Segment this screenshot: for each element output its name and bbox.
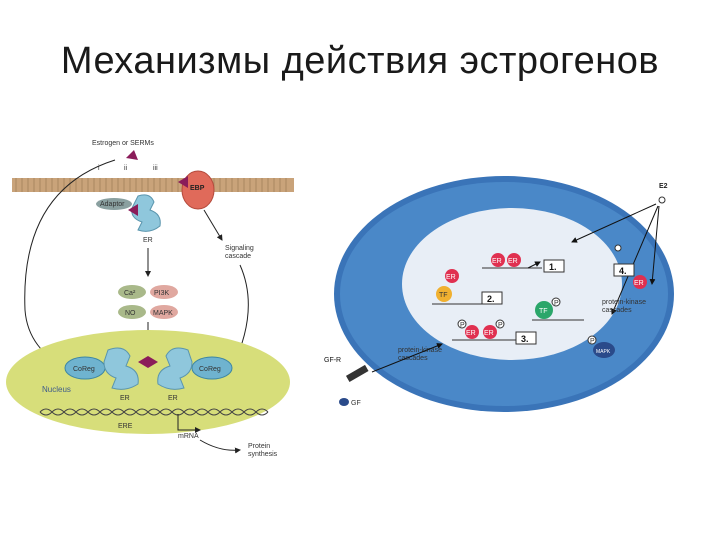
arrow-gfr — [371, 343, 443, 373]
arrow-1 — [527, 261, 541, 269]
nucleus-right — [402, 208, 622, 360]
arrow-e2-3 — [649, 205, 660, 285]
no-node — [118, 305, 146, 319]
er-b-label: ER — [508, 258, 518, 265]
er-membrane-label: ER — [143, 237, 153, 244]
gf-ligand — [339, 398, 349, 406]
tf-b-label: TF — [539, 308, 548, 315]
p1 — [457, 319, 467, 329]
er-d-label: ER — [484, 330, 494, 337]
ligand-triangle — [126, 150, 138, 160]
p-mapk — [587, 335, 597, 345]
p-tf — [551, 297, 561, 307]
arrow-to-protein — [199, 439, 241, 454]
step3-label: 3. — [521, 334, 529, 344]
step1-label: 1. — [549, 262, 557, 272]
p-tf-label: P — [554, 300, 559, 307]
arrow-e2-1 — [571, 203, 657, 243]
pathway-i-label: i — [98, 165, 100, 172]
er-d — [483, 325, 497, 339]
er-dimer-left — [103, 347, 139, 390]
gf-receptor — [345, 364, 369, 382]
er-a-label: ER — [492, 258, 502, 265]
estrogen-mechanism-diagram-right: E2 ER ER 1. ER TF 2. TF P P ER ER P 3. 4… — [322, 164, 676, 416]
pi3k-node — [150, 285, 178, 299]
step2-box — [481, 291, 503, 305]
tf-a-label: TF — [439, 292, 448, 299]
nuclear-ligand-right — [148, 356, 158, 368]
arrow-ebp-to-cascade — [203, 209, 223, 241]
coreg-right-label: CoReg — [199, 366, 221, 373]
estrogen-label: Estrogen or SERMs — [92, 140, 154, 147]
er-left-label: ER — [120, 395, 130, 402]
er-c — [465, 325, 479, 339]
mrna-label: mRNA — [178, 433, 199, 440]
step4-box — [613, 263, 635, 277]
ere-label: ERE — [118, 423, 133, 430]
step4-label: 4. — [619, 266, 627, 276]
step3-box — [515, 331, 537, 345]
er-a — [491, 253, 505, 267]
slide-title: Механизмы действия эстрогенов — [60, 40, 660, 82]
arrow-e2-2 — [611, 205, 659, 315]
ca-node — [118, 285, 146, 299]
er-membrane-ligand — [128, 204, 138, 216]
er-dimer-right — [157, 347, 193, 390]
mapk-label: MAPK — [153, 310, 173, 317]
er-b — [507, 253, 521, 267]
ca-label: Ca² — [124, 290, 136, 297]
tf-b — [535, 301, 553, 319]
dna-strand — [39, 408, 269, 416]
mapk-right-label: MAPK — [596, 349, 611, 355]
er-membrane-receptor — [131, 194, 161, 232]
p1-label: P — [460, 322, 465, 329]
dna-strand-2 — [39, 408, 269, 416]
gf-label: GF — [351, 400, 361, 407]
nucleus-label: Nucleus — [42, 385, 71, 394]
er-membrane-right-label: ER — [634, 280, 644, 287]
step1-box — [543, 259, 565, 273]
coreg-left-label: CoReg — [73, 366, 95, 373]
adaptor-protein — [96, 198, 132, 210]
ebp-protein — [181, 170, 215, 210]
tf-a — [436, 286, 452, 302]
p-mapk-label: P — [590, 338, 595, 345]
step2-label: 2. — [487, 294, 495, 304]
er-ligand-bound-label: ER — [446, 274, 456, 281]
pathway-ii-label: ii — [124, 165, 128, 172]
arrow-transcription — [177, 414, 201, 433]
mapk-right — [593, 342, 615, 358]
adaptor-label: Adaptor — [100, 201, 125, 208]
pi3k-label: PI3K — [154, 290, 170, 297]
no-label: NO — [125, 310, 136, 317]
free-ligand — [614, 244, 622, 252]
nuclear-ligand-left — [138, 356, 148, 368]
mapk-node — [150, 305, 178, 319]
p2-label: P — [498, 322, 503, 329]
er-membrane-right — [633, 275, 647, 289]
er-ligand-bound — [445, 269, 459, 283]
er-c-label: ER — [466, 330, 476, 337]
p2 — [495, 319, 505, 329]
pathway-iii-label: iii — [153, 165, 158, 172]
gf-r-label: GF-R — [324, 357, 341, 364]
e2-ligand — [658, 196, 666, 204]
er-right-label: ER — [168, 395, 178, 402]
e2-label: E2 — [659, 183, 668, 190]
estrogen-mechanism-diagram-left: Estrogen or SERMs i ii iii — [6, 140, 294, 458]
ebp-ligand — [178, 176, 188, 188]
cell-membrane — [12, 178, 294, 192]
coreg-right — [191, 356, 233, 380]
ebp-label: EBP — [190, 185, 205, 192]
nucleus — [6, 330, 290, 434]
